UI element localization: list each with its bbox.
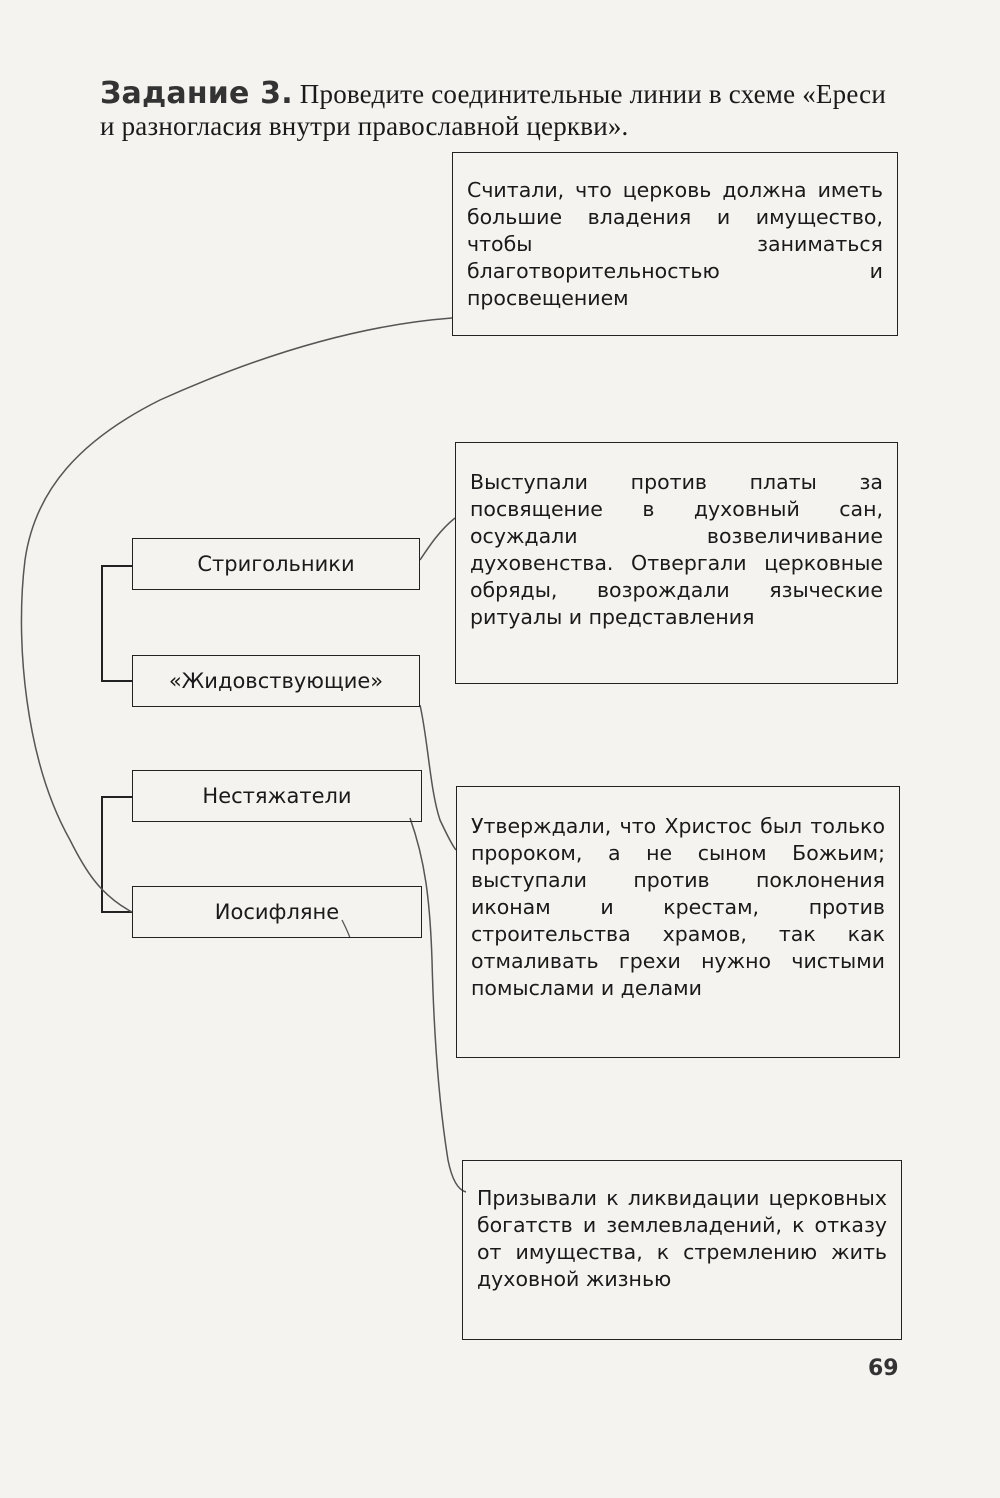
term-box-zhidovstvuyushchie: «Жидовствующие»	[132, 655, 420, 707]
term-label-zhidovstvuyushchie: «Жидовствующие»	[168, 669, 384, 693]
description-text-2: Выступали против платы за посвящение в д…	[470, 470, 883, 629]
bracket-bottom	[101, 796, 132, 913]
description-box-1: Считали, что церковь должна иметь больши…	[452, 152, 898, 336]
term-box-strigolniki: Стригольники	[132, 538, 420, 590]
pencil-line-zhidovstvuyushchie-desc-3	[419, 704, 457, 851]
task-text: Проведите соединительные линии в схеме «…	[100, 79, 887, 141]
term-label-nestyazhateli: Нестяжатели	[202, 784, 352, 808]
pencil-line-nestyazhateli-desc-4	[409, 817, 467, 1193]
term-label-iosiflyane: Иосифляне	[214, 900, 340, 924]
description-text-3: Утверждали, что Христос был только проро…	[471, 814, 885, 1000]
description-box-4: Призывали к ликвидации церковных богатст…	[462, 1160, 902, 1340]
description-text-1: Считали, что церковь должна иметь больши…	[467, 178, 883, 310]
bracket-top	[101, 565, 132, 682]
page-number: 69	[868, 1356, 899, 1381]
description-text-4: Призывали к ликвидации церковных богатст…	[477, 1186, 887, 1291]
pencil-line-iosiflyane-desc-1	[20, 317, 453, 913]
task-heading: Задание 3. Проведите соединительные лини…	[100, 78, 900, 142]
description-box-3: Утверждали, что Христос был только проро…	[456, 786, 900, 1058]
task-label: Задание 3.	[100, 76, 293, 111]
description-box-2: Выступали против платы за посвящение в д…	[455, 442, 898, 684]
term-label-strigolniki: Стригольники	[197, 552, 355, 576]
term-box-nestyazhateli: Нестяжатели	[132, 770, 422, 822]
pencil-line-strigolniki-desc-2	[419, 517, 456, 561]
term-box-iosiflyane: Иосифляне	[132, 886, 422, 938]
pencil-mark-iosiflyane	[341, 919, 351, 939]
